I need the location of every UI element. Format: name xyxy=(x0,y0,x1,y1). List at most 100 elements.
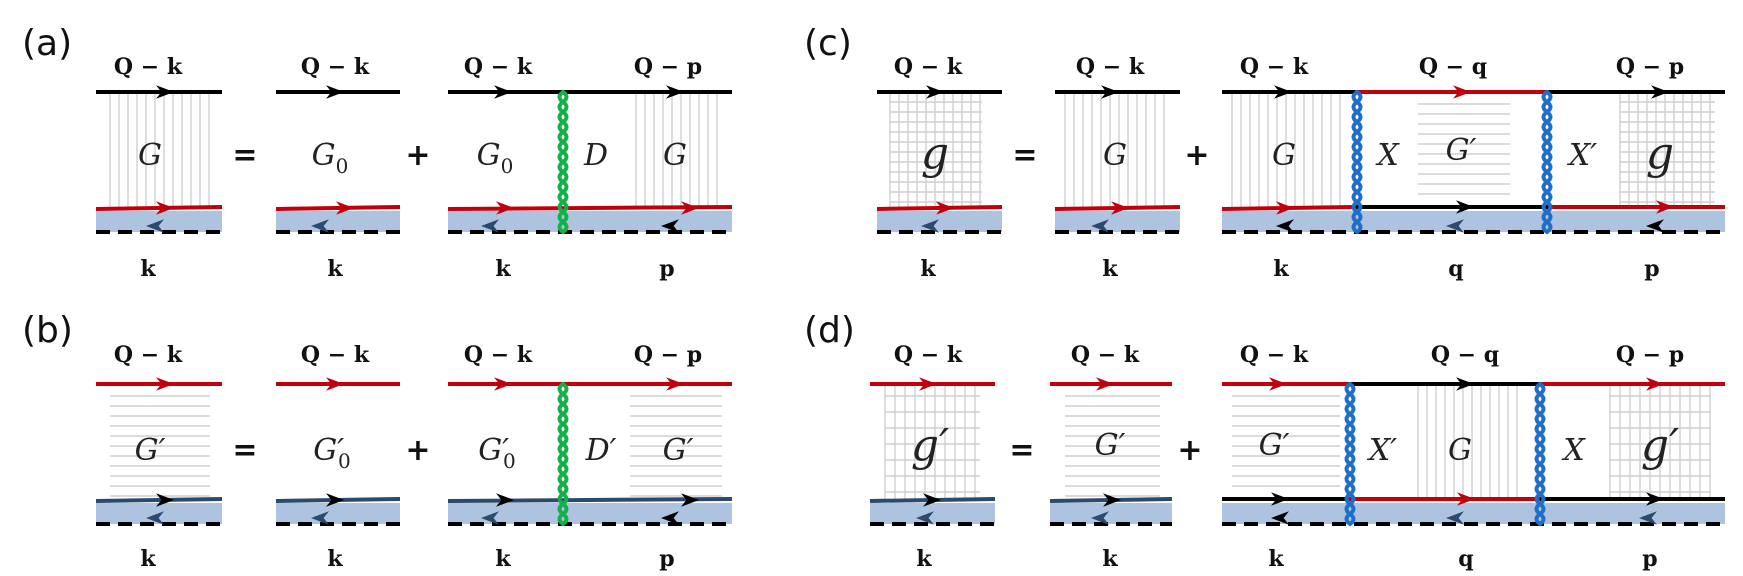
d-t2-bottom-left-arrow xyxy=(1271,511,1289,525)
b-t1-shade xyxy=(276,503,400,524)
a-t1-mid-arrow xyxy=(336,201,354,215)
c-t1-bottom-momentum: k xyxy=(1102,256,1118,282)
c-t2-bottom-mid-arrow xyxy=(1446,219,1464,233)
c-t2-top-mid-arrow xyxy=(1453,85,1471,99)
a-t2-kernel-wavy xyxy=(557,90,569,234)
c-t2-shade xyxy=(1222,211,1725,232)
d-lhs-mid-arrow xyxy=(923,493,941,507)
c-lhs-bottom-arrow xyxy=(921,219,939,233)
d-t2-kernel2: X xyxy=(1561,433,1586,468)
d-t2-top-left-arrow xyxy=(1269,377,1287,391)
a-t2-bottom-right-arrow xyxy=(661,219,679,233)
c-t1-mid-arrow xyxy=(1111,201,1129,215)
a-t1-mid-line xyxy=(275,205,401,211)
d-t2-bottom-right-momentum: p xyxy=(1642,546,1657,572)
a-t2-bottom-right-momentum: p xyxy=(659,256,674,282)
b-t2-bottom-right-arrow xyxy=(661,511,679,525)
d-lhs-top-arrow xyxy=(919,377,937,391)
d-t2-right-symbol: g′ xyxy=(1641,420,1679,471)
c-t2-right-symbol: g xyxy=(1646,128,1674,179)
b-lhs-mid-arrow xyxy=(156,493,174,507)
panel-label-c: (c) xyxy=(804,23,852,64)
c-equals: = xyxy=(1012,138,1037,173)
d-t2-bottom-mid-momentum: q xyxy=(1458,546,1473,572)
a-lhs-bottom-arrow xyxy=(146,219,164,233)
d-t2-top-right-arrow xyxy=(1646,377,1664,391)
b-t2-bottom-left-momentum: k xyxy=(495,546,511,572)
c-lhs-bottom-momentum: k xyxy=(920,256,936,282)
c-lhs-top-momentum: Q − k xyxy=(894,54,963,80)
b-t2-top-right-arrow xyxy=(666,377,684,391)
b-t1-top-momentum: Q − k xyxy=(301,342,370,368)
a-lhs-top-arrow xyxy=(156,85,174,99)
a-t2-bottom-left-momentum: k xyxy=(495,256,511,282)
d-t2-mid-mid-arrow xyxy=(1457,492,1475,506)
c-t1-top-arrow xyxy=(1101,85,1119,99)
d-lhs-shade xyxy=(870,503,995,524)
b-t2-mid-line xyxy=(447,497,733,503)
c-t2-kernel1: X xyxy=(1375,138,1400,173)
d-t2-top-mid-momentum: Q − q xyxy=(1431,342,1499,368)
c-lhs-symbol: g xyxy=(921,128,949,179)
d-t2-top-right-momentum: Q − p xyxy=(1616,342,1684,368)
a-t1-bottom-arrow xyxy=(311,219,329,233)
c-t2-mid-symbol: G′ xyxy=(1446,133,1477,168)
a-t2-top-left-arrow xyxy=(494,85,512,99)
label-layer: (a) (b) (c) (d) Q − k k G = Q − k k G0 +… xyxy=(22,23,1684,572)
c-lhs-shade xyxy=(877,211,1002,232)
d-t2-kernel1: X′ xyxy=(1367,433,1397,468)
c-t2-mid-right-arrow xyxy=(1656,200,1674,214)
c-t2-top-mid-momentum: Q − q xyxy=(1419,54,1487,80)
a-t2-mid-left-arrow xyxy=(496,201,514,215)
b-t2-left-symbol: G′0 xyxy=(478,433,516,473)
panel-label-d: (d) xyxy=(804,310,855,351)
d-t2-mid-symbol: G xyxy=(1448,433,1472,468)
b-plus: + xyxy=(405,433,430,468)
c-t2-mid-mid-arrow xyxy=(1456,200,1474,214)
d-t2-bottom-left-momentum: k xyxy=(1268,546,1284,572)
d-lhs-top-momentum: Q − k xyxy=(894,342,963,368)
b-lhs-symbol: G′ xyxy=(135,433,166,468)
a-t2-top-right-momentum: Q − p xyxy=(634,54,702,80)
d-t2-top-left-momentum: Q − k xyxy=(1240,342,1309,368)
b-lhs-top-arrow xyxy=(156,377,174,391)
d-lhs-bottom-arrow xyxy=(916,511,934,525)
b-t2-top-left-arrow xyxy=(494,377,512,391)
interaction-layer xyxy=(557,90,1553,526)
d-t2-left-symbol: G′ xyxy=(1259,428,1290,463)
b-lhs-bottom-momentum: k xyxy=(140,546,156,572)
c-t1-top-momentum: Q − k xyxy=(1076,54,1145,80)
d-t1-bottom-arrow xyxy=(1091,511,1109,525)
d-lhs-symbol: g′ xyxy=(911,420,949,471)
c-lhs-top-arrow xyxy=(926,85,944,99)
c-t2-bottom-right-momentum: p xyxy=(1644,256,1659,282)
a-lhs-bottom-momentum: k xyxy=(140,256,156,282)
panel-label-b: (b) xyxy=(22,310,73,351)
b-t2-kernel: D′ xyxy=(585,433,617,468)
d-t1-symbol: G′ xyxy=(1095,428,1126,463)
b-equals: = xyxy=(232,433,257,468)
propagator-layer xyxy=(95,85,1725,526)
b-lhs-bottom-arrow xyxy=(146,511,164,525)
b-t2-bottom-left-arrow xyxy=(481,511,499,525)
d-t1-top-arrow xyxy=(1096,377,1114,391)
c-t2-top-left-arrow xyxy=(1274,85,1292,99)
d-equals: = xyxy=(1009,433,1034,468)
b-lhs-mid-line xyxy=(95,497,223,503)
b-t2-top-right-momentum: Q − p xyxy=(634,342,702,368)
c-lhs-mid-arrow xyxy=(936,201,954,215)
b-t2-mid-left-arrow xyxy=(496,493,514,507)
b-t2-mid-right-arrow xyxy=(681,493,699,507)
d-lhs-bottom-momentum: k xyxy=(916,546,932,572)
b-t1-mid-arrow xyxy=(326,493,344,507)
d-t2-kernel1-wavy xyxy=(1344,382,1356,526)
b-t1-bottom-arrow xyxy=(311,511,329,525)
a-t1-top-momentum: Q − k xyxy=(301,54,370,80)
d-plus: + xyxy=(1177,433,1202,468)
a-t2-shade xyxy=(448,211,732,232)
d-t2-mid-left-arrow xyxy=(1271,492,1289,506)
c-t2-top-right-momentum: Q − p xyxy=(1616,54,1684,80)
d-t1-mid-arrow xyxy=(1103,493,1121,507)
c-t1-symbol: G xyxy=(1103,138,1127,173)
